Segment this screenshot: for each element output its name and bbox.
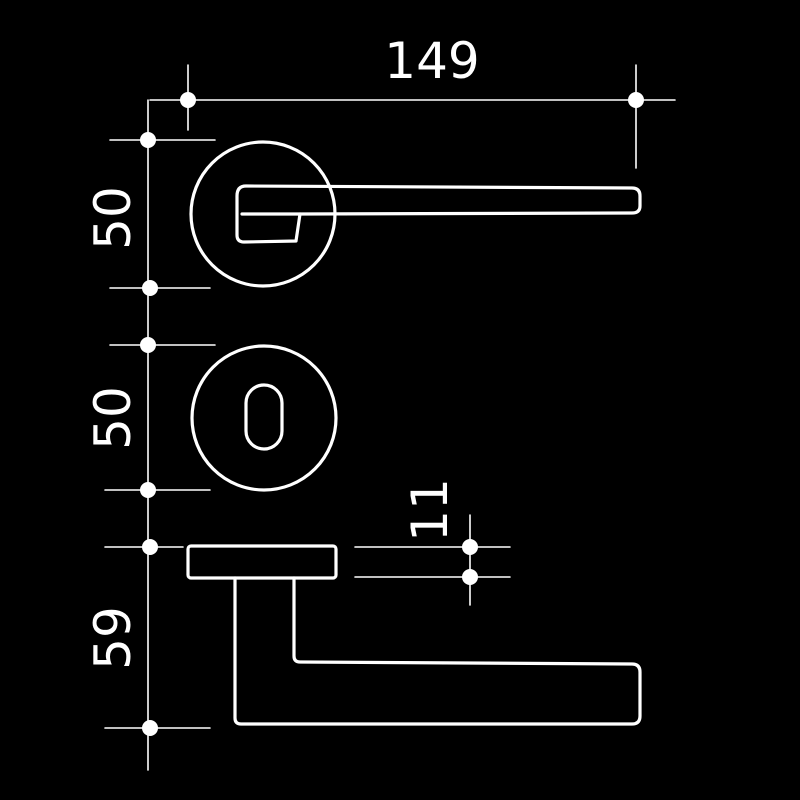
rose-diameter-dimension: 50 — [84, 132, 216, 296]
dim-dot — [142, 280, 158, 296]
rose-diameter-label: 50 — [84, 186, 142, 250]
dim-dot — [462, 569, 478, 585]
dim-dot — [142, 539, 158, 555]
keyhole-icon — [244, 383, 284, 451]
dim-dot — [140, 337, 156, 353]
escutcheon-diameter-dimension: 50 — [84, 337, 216, 498]
escutcheon-diameter-label: 50 — [84, 386, 142, 450]
rose-thickness-dimension: 11 — [354, 478, 511, 606]
lever-projection-label: 59 — [84, 606, 142, 670]
dim-dot — [180, 92, 196, 108]
lever-front-view — [189, 140, 642, 288]
rose-thickness-label: 11 — [401, 478, 459, 542]
lever-length-label: 149 — [384, 32, 479, 90]
lever-side-profile — [233, 576, 642, 726]
dim-dot — [628, 92, 644, 108]
dim-dot — [140, 482, 156, 498]
dim-dot — [462, 539, 478, 555]
rose-side — [186, 544, 338, 580]
key-escutcheon — [190, 344, 338, 492]
dim-dot — [142, 720, 158, 736]
lever-projection-dimension: 59 — [84, 539, 211, 736]
lever-side-view — [186, 544, 642, 726]
dim-dot — [140, 132, 156, 148]
lever-length-dimension: 149 — [149, 32, 676, 169]
escutcheon-circle — [190, 344, 338, 492]
